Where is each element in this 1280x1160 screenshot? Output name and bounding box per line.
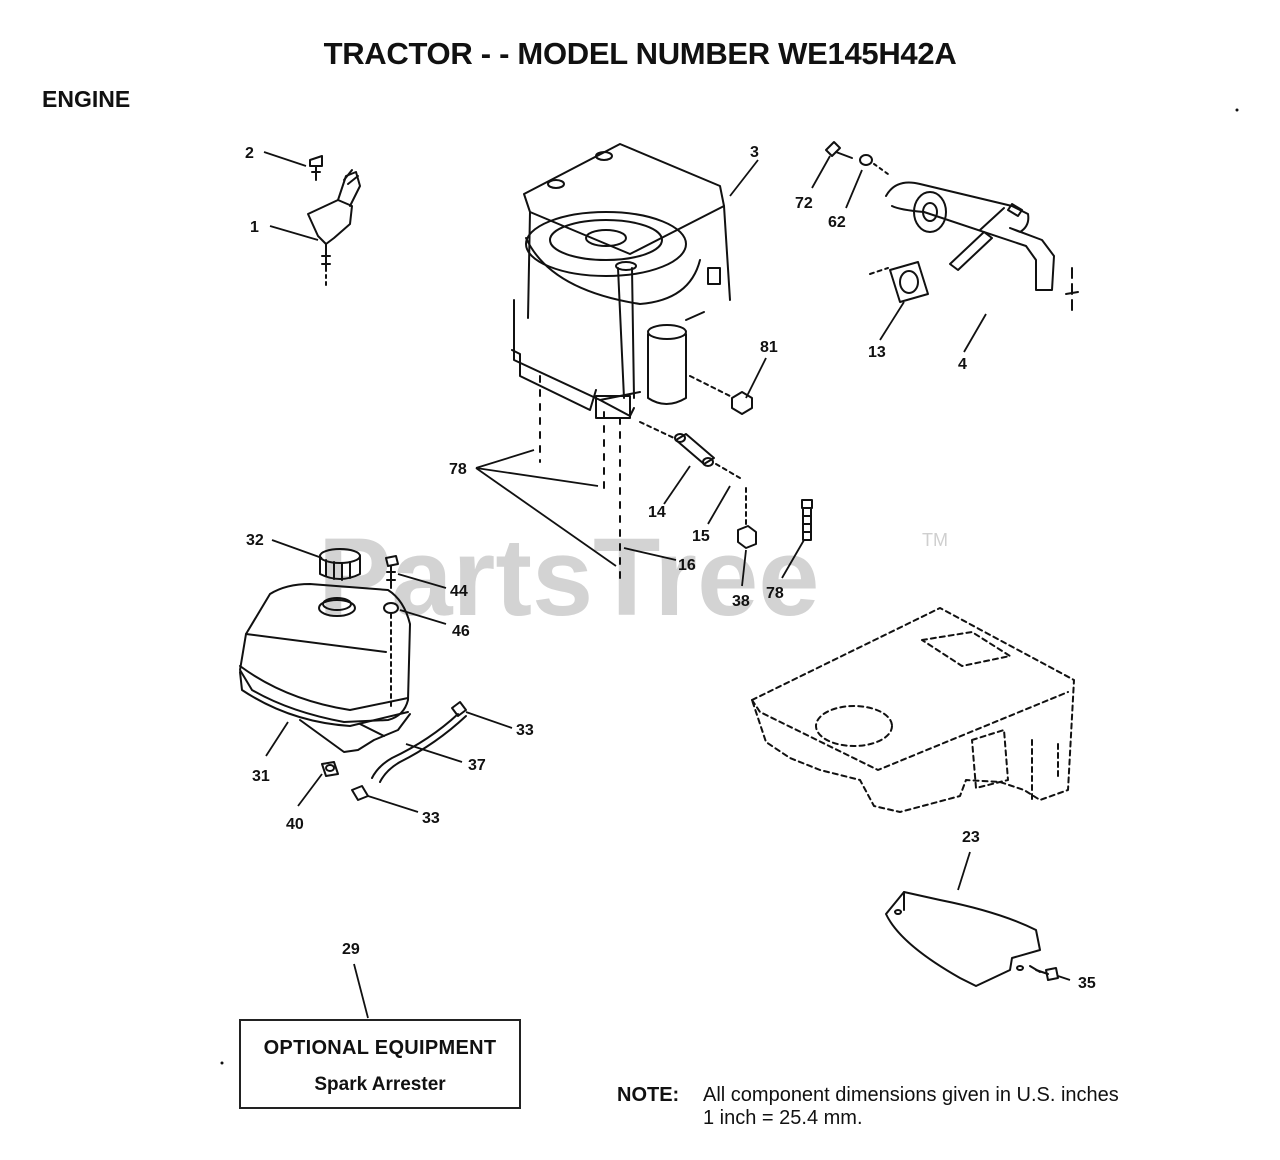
speck bbox=[220, 1061, 224, 1065]
engine-part bbox=[511, 143, 731, 419]
callout-3: 3 bbox=[750, 144, 759, 161]
callout-32: 32 bbox=[246, 532, 264, 549]
callout-37: 37 bbox=[468, 757, 486, 774]
fuel-tank-screw-part bbox=[385, 555, 399, 589]
callout-44: 44 bbox=[450, 583, 468, 600]
fuel-tank-washer-part bbox=[383, 602, 399, 709]
exhaust-bolt-part bbox=[825, 141, 853, 159]
heat-shield-part bbox=[885, 891, 1041, 987]
callout-16: 16 bbox=[678, 557, 696, 574]
callout-33-lower: 33 bbox=[422, 810, 440, 827]
optional-equipment-box: OPTIONAL EQUIPMENT Spark Arrester bbox=[239, 1019, 521, 1109]
exhaust-pipe-part bbox=[885, 181, 1079, 313]
callout-38: 38 bbox=[732, 593, 750, 610]
note-line-2: 1 inch = 25.4 mm. bbox=[703, 1107, 863, 1129]
callout-31: 31 bbox=[252, 768, 270, 785]
page-title: TRACTOR - - MODEL NUMBER WE145H42A bbox=[323, 36, 957, 71]
drain-extension-part bbox=[639, 421, 741, 479]
fuel-cap-part bbox=[319, 548, 361, 581]
section-heading: ENGINE bbox=[42, 86, 131, 112]
leader-lines bbox=[263, 151, 1071, 1019]
callout-78-left: 78 bbox=[449, 461, 467, 478]
callout-14: 14 bbox=[648, 504, 666, 521]
callout-78-right: 78 bbox=[766, 585, 784, 602]
engine-bolt-part bbox=[801, 499, 813, 541]
exhaust-gasket-part bbox=[869, 261, 929, 303]
speck bbox=[1235, 108, 1239, 112]
callout-40: 40 bbox=[286, 816, 304, 833]
hose-clamp-part-upper bbox=[451, 701, 467, 717]
callout-81: 81 bbox=[760, 339, 778, 356]
mounting-bolt-lines bbox=[539, 375, 621, 581]
callout-4: 4 bbox=[958, 356, 967, 373]
oil-drain-nut-part bbox=[689, 375, 753, 415]
callout-35: 35 bbox=[1078, 975, 1096, 992]
fuel-line-part bbox=[371, 713, 467, 783]
screw-part bbox=[309, 155, 323, 181]
note-line-1: All component dimensions given in U.S. i… bbox=[703, 1084, 1119, 1106]
callout-15: 15 bbox=[692, 528, 710, 545]
callout-72: 72 bbox=[795, 195, 813, 212]
lock-washer-part bbox=[859, 154, 889, 175]
drain-cap-part bbox=[737, 487, 757, 549]
optional-equipment-title: OPTIONAL EQUIPMENT bbox=[263, 1037, 497, 1059]
callout-62: 62 bbox=[828, 214, 846, 231]
callout-1: 1 bbox=[250, 219, 259, 236]
note-label: NOTE: bbox=[617, 1084, 680, 1106]
grommet-part bbox=[321, 761, 339, 777]
throttle-control-part bbox=[307, 169, 361, 289]
tractor-frame bbox=[751, 607, 1075, 813]
watermark: PartsTree bbox=[318, 516, 819, 639]
callout-23: 23 bbox=[962, 829, 980, 846]
heat-shield-screw-part bbox=[1029, 965, 1059, 981]
hose-clamp-part-lower bbox=[351, 785, 369, 801]
watermark-trademark: TM bbox=[922, 530, 948, 550]
fuel-tank-part bbox=[239, 583, 411, 753]
callout-33-upper: 33 bbox=[516, 722, 534, 739]
callout-46: 46 bbox=[452, 623, 470, 640]
callout-13: 13 bbox=[868, 344, 886, 361]
callout-2: 2 bbox=[245, 145, 254, 162]
callout-29: 29 bbox=[342, 941, 360, 958]
optional-equipment-item: Spark Arrester bbox=[314, 1074, 446, 1095]
